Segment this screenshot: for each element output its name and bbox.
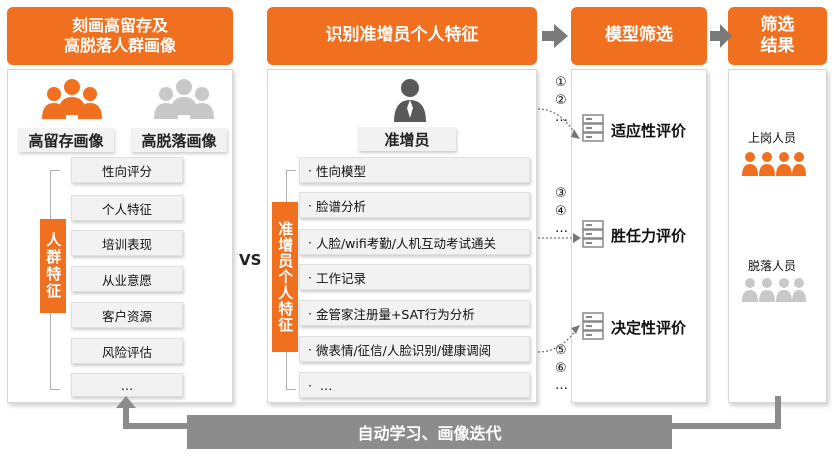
- vs-label: VS: [239, 251, 262, 269]
- server-icon: [582, 220, 604, 248]
- connector-arrow-2: [538, 233, 581, 243]
- portrait-feature: 性向评分: [71, 157, 183, 183]
- model-number: …: [555, 378, 568, 393]
- header-model: 模型筛选: [571, 7, 707, 65]
- server-icon: [582, 312, 604, 340]
- candidate-feature: · 人脸/wifi考勤/人机互动考试通关: [299, 229, 530, 255]
- model-number: …: [555, 221, 568, 236]
- eval-adaptability: 适应性评价: [611, 122, 687, 140]
- high-dropout-people-icon: [154, 79, 214, 119]
- candidate-title-box: 准增员: [358, 127, 456, 151]
- model-number: ③: [555, 186, 567, 201]
- hired-people-icon: [742, 152, 806, 176]
- feedback-bar: 自动学习、画像迭代: [187, 415, 672, 449]
- candidate-feature-text: 金管家注册量+SAT行为分析: [315, 306, 475, 322]
- arrow-model-to-result: [710, 24, 732, 48]
- drop-label-box: 高脱落画像: [131, 128, 227, 152]
- header-portrait: 刻画高留存及 高脱落人群画像: [7, 7, 233, 65]
- header-identify: 识别准增员个人特征: [267, 7, 537, 65]
- candidate-group-label: 准增员个人特征: [272, 202, 298, 352]
- dropped-people-icon: [742, 278, 806, 302]
- connector-arrow-3: [538, 325, 580, 353]
- model-number: ①: [555, 75, 567, 90]
- arrow-identify-to-model: [542, 24, 568, 48]
- eval-decisive: 决定性评价: [611, 319, 687, 337]
- model-number: ⑤: [555, 343, 567, 358]
- portrait-feature: …: [71, 373, 183, 397]
- candidate-group-text: 准增员个人特征: [276, 221, 295, 333]
- result-panel: [728, 69, 827, 403]
- connector-arrow-1: [538, 108, 580, 139]
- candidate-feature: · 微表情/征信/人脸识别/健康调阅: [299, 336, 530, 362]
- candidate-feature-text: 工作记录: [315, 270, 366, 286]
- candidate-feature: · 金管家注册量+SAT行为分析: [299, 300, 530, 326]
- portrait-feature: 风险评估: [71, 338, 183, 364]
- model-number: ④: [555, 204, 567, 219]
- candidate-feature: · 工作记录: [299, 264, 530, 290]
- model-number: ②: [555, 93, 567, 108]
- candidate-feature-text: …: [319, 377, 333, 393]
- portrait-feature: 个人特征: [71, 195, 183, 221]
- server-icon: [582, 114, 604, 142]
- portrait-feature: 培训表现: [71, 230, 183, 256]
- portrait-group-label: 人群特征: [40, 219, 66, 313]
- eval-competency: 胜任力评价: [611, 227, 687, 245]
- model-number: ⑥: [555, 361, 567, 376]
- dropped-label: 脱落人员: [748, 259, 797, 273]
- candidate-feature-text: 脸谱分析: [315, 198, 366, 214]
- hired-label: 上岗人员: [748, 131, 797, 145]
- candidate-feature: · …: [299, 372, 530, 398]
- portrait-feature: 从业意愿: [71, 266, 183, 292]
- high-retention-people-icon: [42, 79, 102, 119]
- candidate-feature-text: 微表情/征信/人脸识别/健康调阅: [315, 342, 492, 358]
- retain-label-box: 高留存画像: [18, 128, 114, 152]
- candidate-person-icon: [394, 79, 426, 122]
- candidate-feature: · 脸谱分析: [299, 192, 530, 218]
- candidate-feature-text: 人脸/wifi考勤/人机互动考试通关: [315, 235, 496, 251]
- portrait-group-text: 人群特征: [44, 232, 63, 300]
- candidate-feature: · 性向模型: [299, 157, 530, 183]
- portrait-feature: 客户资源: [71, 302, 183, 328]
- header-result: 筛选 结果: [728, 7, 827, 65]
- candidate-feature-text: 性向模型: [315, 163, 366, 179]
